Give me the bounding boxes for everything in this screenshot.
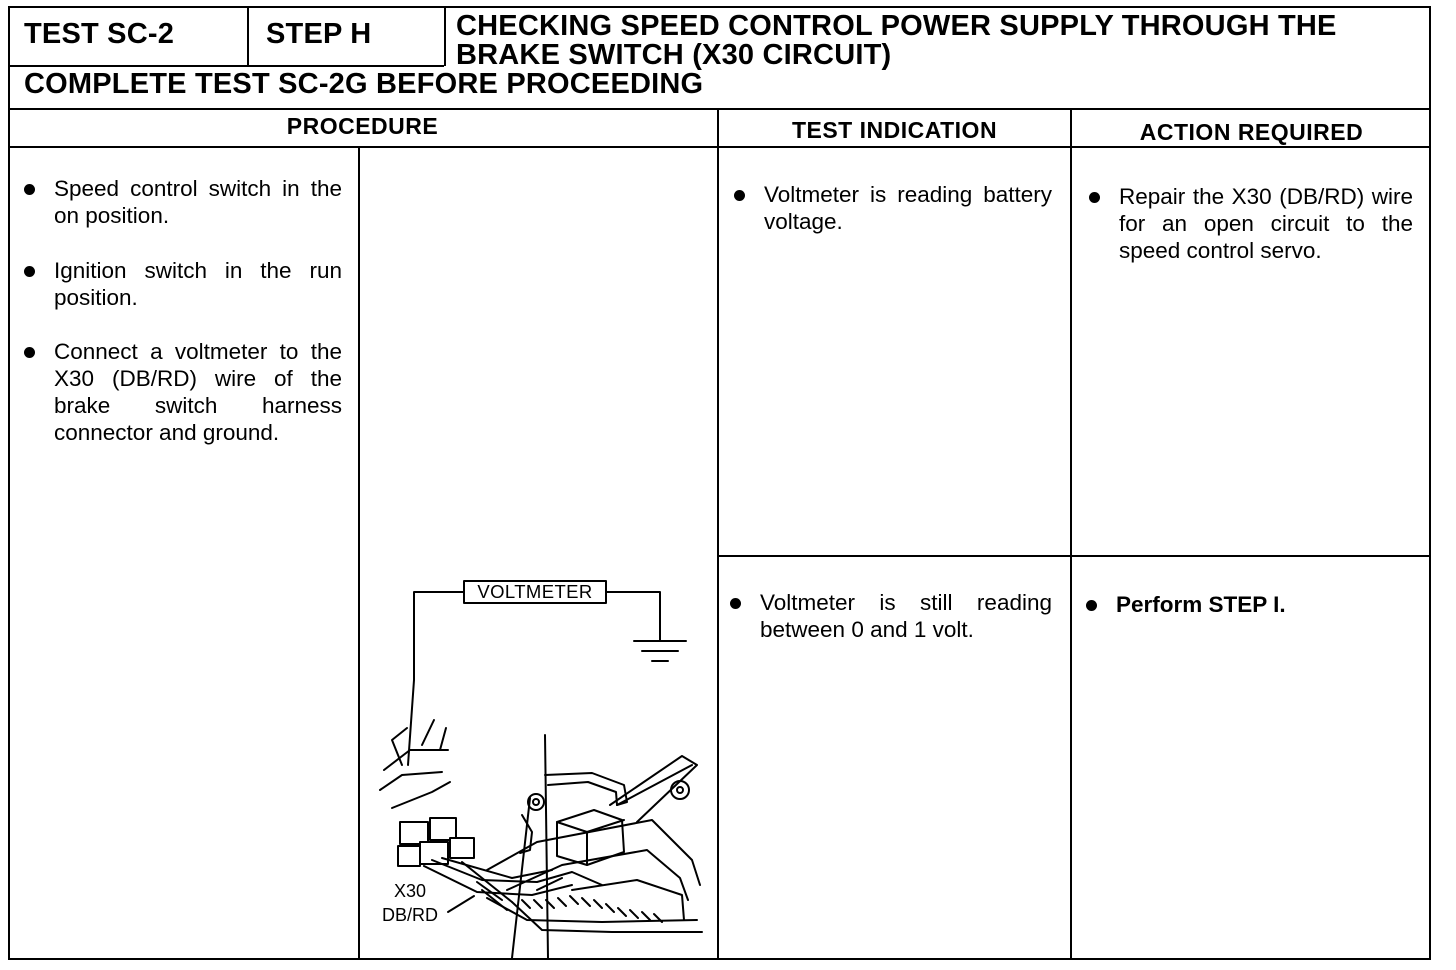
action-item: Perform STEP I. xyxy=(1086,591,1412,631)
voltmeter-label: VOLTMETER xyxy=(477,581,593,602)
wire-label-circuit: X30 xyxy=(393,881,427,901)
column-divider-2 xyxy=(1070,108,1072,960)
test-chart-frame xyxy=(8,6,1431,960)
voltmeter-lead-positive xyxy=(407,591,465,766)
test-indication-header: TEST INDICATION xyxy=(791,117,998,143)
bullet-icon xyxy=(24,184,35,195)
header-divider-2 xyxy=(444,6,446,66)
test-indication-item: Voltmeter is still reading between 0 and… xyxy=(730,589,1056,649)
test-title-line2: BRAKE SWITCH (X30 CIRCUIT) xyxy=(456,39,892,71)
header-rule-2 xyxy=(8,108,1431,110)
prerequisite-note: COMPLETE TEST SC-2G BEFORE PROCEEDING xyxy=(24,68,704,100)
voltmeter-lead-ground xyxy=(605,591,661,641)
procedure-header: PROCEDURE xyxy=(286,113,439,139)
action-required-header: ACTION REQUIRED xyxy=(1139,119,1364,145)
ground-icon xyxy=(633,640,687,662)
voltmeter-icon xyxy=(463,580,607,604)
step-label: STEP H xyxy=(266,18,372,50)
bullet-icon xyxy=(1089,192,1100,203)
action-item: Repair the X30 (DB/RD) wire for an open … xyxy=(1089,183,1415,273)
bullet-icon xyxy=(734,190,745,201)
result-row-rule xyxy=(717,555,1431,557)
procedure-subdivider xyxy=(358,146,360,960)
column-header-rule xyxy=(8,146,1431,148)
test-id: TEST SC-2 xyxy=(24,18,175,50)
test-title-line1: CHECKING SPEED CONTROL POWER SUPPLY THRO… xyxy=(456,10,1337,42)
bullet-icon xyxy=(24,266,35,277)
procedure-step: Ignition switch in the run position. xyxy=(24,257,344,317)
procedure-step: Speed control switch in the on position. xyxy=(24,175,344,235)
brake-switch-illustration xyxy=(379,580,703,958)
bullet-icon xyxy=(730,598,741,609)
header-divider-1 xyxy=(247,6,249,66)
test-indication-item: Voltmeter is reading battery voltage. xyxy=(734,181,1056,241)
bullet-icon xyxy=(1086,600,1097,611)
procedure-step: Connect a voltmeter to the X30 (DB/RD) w… xyxy=(24,338,344,458)
header-rule-1 xyxy=(8,65,444,67)
bullet-icon xyxy=(24,347,35,358)
wire-label-color: DB/RD xyxy=(381,905,438,925)
column-divider-1 xyxy=(717,108,719,960)
